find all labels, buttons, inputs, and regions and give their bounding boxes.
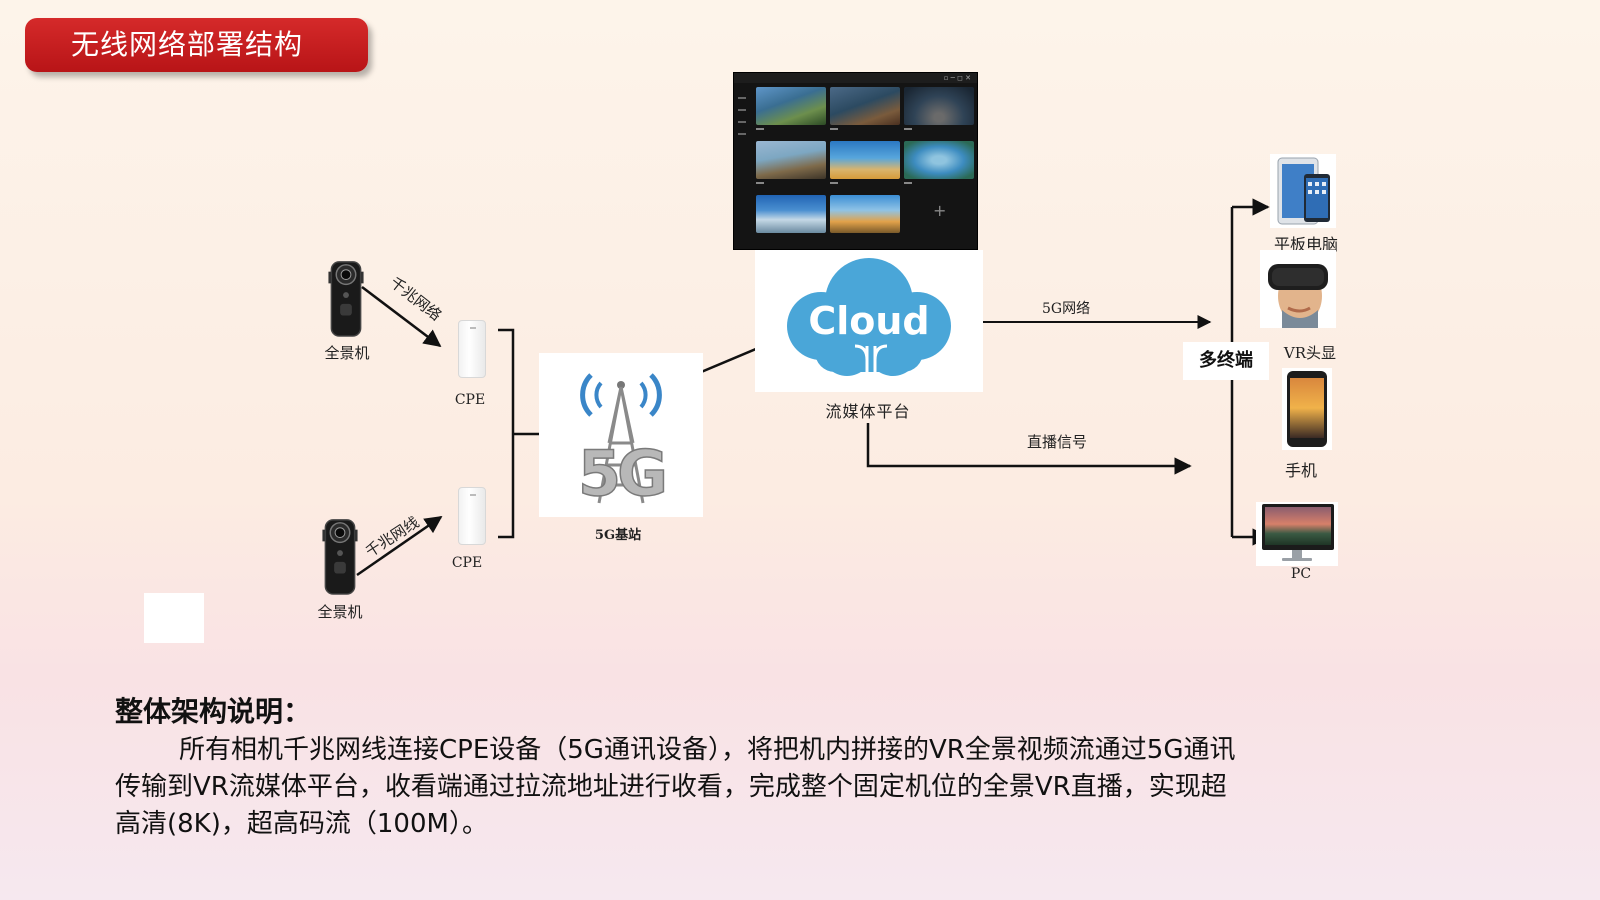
vr-headset-label: VR头显 bbox=[1283, 344, 1337, 362]
camera-bottom-label: 全景机 bbox=[317, 603, 363, 621]
pc-monitor-icon bbox=[1262, 504, 1334, 561]
panoramic-camera-icon bbox=[328, 261, 364, 337]
window-controls-icon: ▫ ─ ◻ ✕ bbox=[943, 74, 971, 82]
cloud-icon: Cloud bbox=[787, 258, 951, 386]
thumbnail-panorama bbox=[904, 87, 974, 125]
5g-badge-text: 5G bbox=[578, 437, 664, 510]
cpe-bottom-label: CPE bbox=[451, 555, 483, 571]
camera-bottom bbox=[322, 516, 358, 600]
pc-card bbox=[1256, 502, 1338, 566]
cpe-router-icon-bottom bbox=[458, 487, 486, 545]
thumbnail-panorama bbox=[756, 195, 826, 233]
edge-camera-top-cpe bbox=[361, 286, 442, 348]
thumbnail-panorama bbox=[904, 141, 974, 179]
add-item-icon: + bbox=[933, 201, 947, 220]
sidebar-menu bbox=[736, 87, 750, 135]
cpe-router-icon-top bbox=[458, 320, 486, 378]
page-title: 无线网络部署结构 bbox=[71, 28, 304, 61]
camera-top bbox=[328, 258, 364, 342]
placeholder-box bbox=[144, 593, 204, 643]
phone-card bbox=[1282, 368, 1332, 450]
page-title-banner: 无线网络部署结构 bbox=[25, 18, 368, 72]
thumbnail-panorama bbox=[756, 141, 826, 179]
pc-label: PC bbox=[1290, 566, 1312, 582]
edge-label-5g-network: 5G网络 bbox=[1042, 301, 1091, 317]
thumbnail-panorama bbox=[830, 141, 900, 179]
tablet-card bbox=[1270, 154, 1336, 228]
edge-camera-bottom-cpe bbox=[356, 515, 443, 577]
cpe-top-label: CPE bbox=[454, 392, 486, 408]
description-heading: 整体架构说明： bbox=[115, 695, 312, 728]
edge-label-live-signal: 直播信号 bbox=[1027, 433, 1088, 451]
vr-headset-card bbox=[1260, 250, 1336, 328]
multi-terminal-tag: 多终端 bbox=[1183, 342, 1269, 380]
thumbnail-panorama bbox=[830, 195, 900, 233]
cloud-card: Cloud bbox=[755, 250, 983, 392]
vr-headset-icon bbox=[1268, 264, 1328, 328]
thumbnail-panorama bbox=[830, 87, 900, 125]
base-station-label: 5G基站 bbox=[594, 528, 642, 543]
edge-live-signal bbox=[866, 423, 1192, 475]
panoramic-camera-icon bbox=[322, 519, 358, 595]
5g-tower-icon: 5G bbox=[577, 373, 669, 511]
tablet-icon bbox=[1277, 157, 1330, 225]
cloud-word: Cloud bbox=[808, 299, 929, 343]
description-body: 所有相机千兆网线连接CPE设备（5G通讯设备），将把机内拼接的VR全景视频流通过… bbox=[115, 735, 1236, 839]
tablet-label: 平板电脑 bbox=[1273, 235, 1339, 254]
cpe-bracket bbox=[498, 328, 543, 539]
base-station-card: 5G bbox=[539, 353, 703, 517]
phone-label: 手机 bbox=[1284, 461, 1318, 480]
thumbnail-panorama bbox=[756, 87, 826, 125]
camera-top-label: 全景机 bbox=[324, 344, 370, 362]
phone-icon bbox=[1287, 371, 1327, 447]
streaming-platform-label: 流媒体平台 bbox=[825, 402, 911, 421]
platform-screenshot: ▫ ─ ◻ ✕ + bbox=[733, 72, 978, 250]
